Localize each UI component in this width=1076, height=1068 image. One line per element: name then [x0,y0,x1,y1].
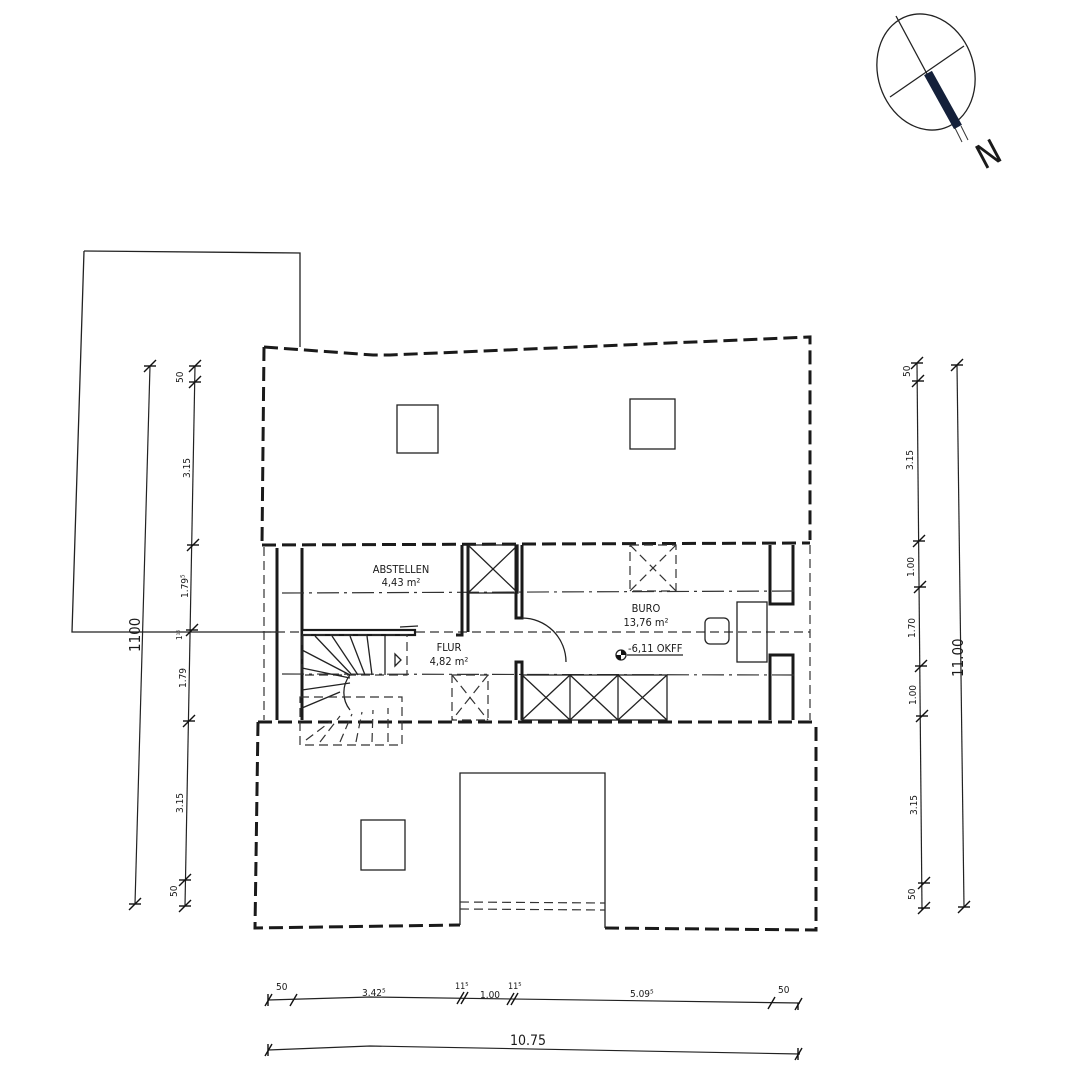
svg-text:3.15: 3.15 [905,450,916,470]
svg-text:11⁵: 11⁵ [455,982,469,992]
chair [704,617,730,645]
bottom-dimension-chain: 50 3.42⁵ 11⁵ 1.00 11⁵ 5.09⁵ 50 10.75 [264,982,803,1061]
right-total-dimension: 11.00 [949,638,967,677]
svg-text:1.70: 1.70 [907,618,918,638]
dormer [459,772,606,928]
svg-text:1.00: 1.00 [908,685,919,705]
room-area-buro: 13,76 m² [623,616,668,629]
svg-text:1¹⁵: 1¹⁵ [175,630,184,640]
svg-text:1.79⁵: 1.79⁵ [180,574,191,598]
svg-text:3.15: 3.15 [909,795,920,815]
svg-text:50: 50 [902,365,913,377]
svg-text:3.15: 3.15 [175,793,186,813]
svg-text:3.15: 3.15 [182,458,193,478]
svg-text:11⁵: 11⁵ [508,982,522,992]
room-name-abstellen: ABSTELLEN [373,563,430,576]
svg-text:50: 50 [276,982,288,993]
skylight-1 [396,404,439,454]
skylight-2 [629,398,676,450]
room-name-flur: FLUR [437,641,462,654]
room-area-abstellen: 4,43 m² [382,576,421,589]
svg-text:1.00: 1.00 [480,990,500,1001]
room-area-flur: 4,82 m² [430,655,469,668]
upper-roof-area [260,335,812,546]
right-dimension-chain: 50 3.15 1.00 1.70 1.00 3.15 50 11.00 [902,356,971,915]
svg-text:1.00: 1.00 [906,557,917,577]
lower-roof-area [253,720,818,932]
svg-text:50: 50 [778,985,790,996]
room-name-buro: BURO [632,602,661,615]
svg-text:50: 50 [907,888,918,900]
svg-text:1.79: 1.79 [178,668,189,688]
staircase [299,634,408,746]
bottom-total-dimension: 10.75 [510,1033,546,1049]
left-dimension-chain: 50 3.15 1.79⁵ 1¹⁵ 1.79 3.15 50 1100 [126,359,202,913]
svg-text:5.09⁵: 5.09⁵ [630,989,654,1000]
svg-text:3.42⁵: 3.42⁵ [362,988,386,999]
svg-text:50: 50 [169,885,180,897]
level-marker: -6,11 OKFF [615,642,683,661]
neighbour-outline [83,250,301,347]
north-label: N [969,132,1008,178]
skylight-3 [360,819,406,871]
level-marker-text: -6,11 OKFF [628,642,683,655]
attic-floor: ABSTELLEN 4,43 m² FLUR 4,82 m² BURO 13,7… [261,541,811,746]
left-total-dimension: 1100 [126,618,144,652]
north-arrow-icon: N [876,13,1008,178]
desk [736,601,768,663]
svg-text:50: 50 [175,371,186,383]
